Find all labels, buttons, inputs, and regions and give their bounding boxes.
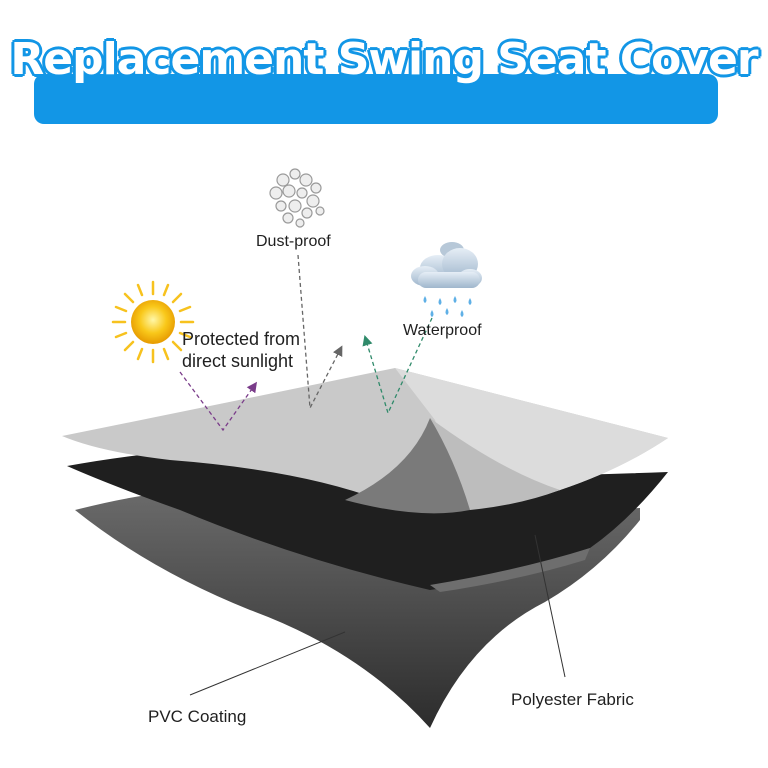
sunlight-label-line1: Protected from [182, 329, 301, 349]
cover-layer [62, 368, 668, 514]
polyester-fabric-label: Polyester Fabric [511, 690, 634, 709]
dust-deflect-arrow [297, 254, 343, 411]
pvc-coating-label: PVC Coating [148, 707, 247, 726]
page-title: Replacement Swing Seat Cover [10, 34, 758, 85]
sunlight-label: Protected from direct sunlight [182, 328, 300, 372]
sunlight-label-line2: direct sunlight [182, 351, 294, 371]
rain-cloud-icon [411, 242, 482, 317]
water-deflect-arrow [362, 317, 433, 415]
sun-icon [111, 280, 195, 364]
polyester-leader-line [534, 534, 566, 678]
pvc-leader-line [189, 631, 346, 696]
waterproof-label: Waterproof [403, 322, 482, 339]
dust-proof-label: Dust-proof [256, 233, 331, 250]
dust-icon [269, 168, 325, 228]
sunlight-deflect-arrow [179, 371, 257, 432]
title-banner [34, 74, 718, 124]
